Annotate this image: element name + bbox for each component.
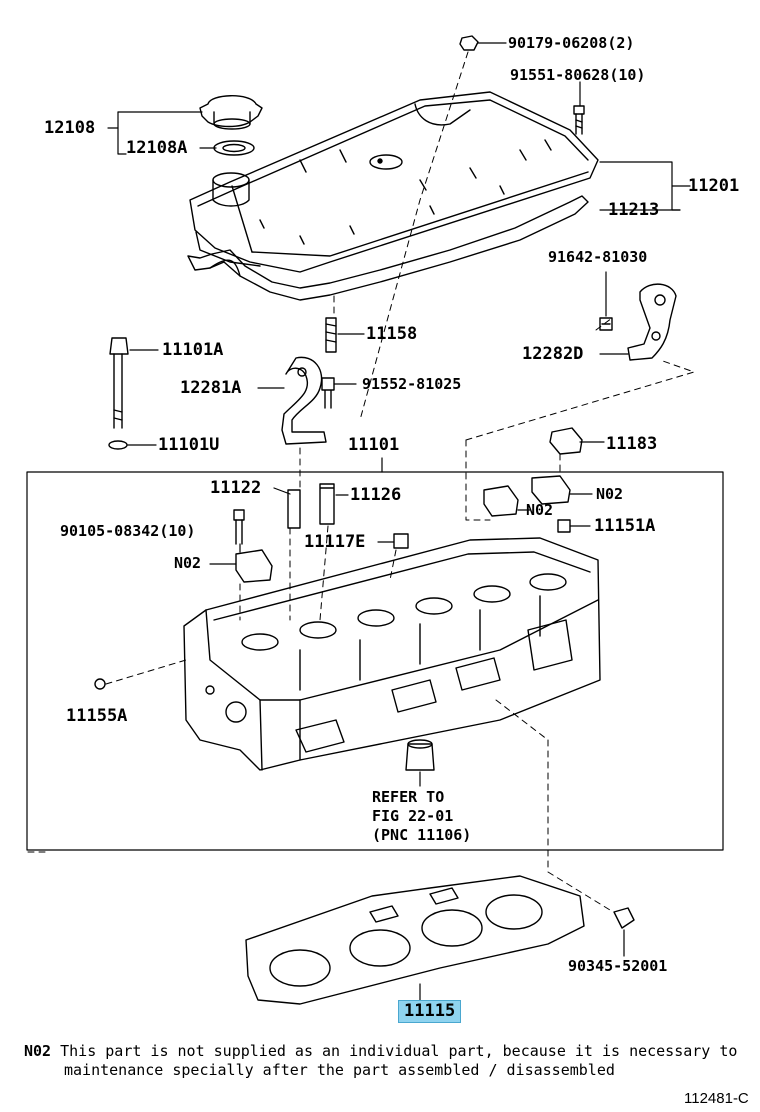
label-12108A[interactable]: 12108A [126,138,188,158]
label-11213[interactable]: 11213 [608,200,660,220]
bolt-91551 [573,105,585,135]
refer-line-1: REFER TO [372,788,445,806]
footnote: N02 This part is not supplied as an indi… [24,1042,737,1061]
camshaft-cap-n02-left [235,549,273,583]
leader-lines [107,42,691,1001]
refer-line-2: FIG 22-01 [372,807,454,825]
label-11183[interactable]: 11183 [606,434,658,454]
cover-gasket [187,195,589,301]
label-n02-mid[interactable]: N02 [526,501,554,519]
engine-hanger-12281A [281,356,327,445]
refer-to-note: REFER TO FIG 22-01 (PNC 11106) [372,788,471,845]
bracket-11183 [549,427,583,455]
label-90105-08342[interactable]: 90105-08342(10) [60,522,196,540]
head-bolt-11101A [109,337,129,429]
oil-filler-cap [199,95,263,130]
bolt-90105 [233,509,245,545]
nut-90179 [459,35,479,51]
plug-11117E [393,533,409,549]
label-12108[interactable]: 12108 [44,118,96,138]
label-11101A[interactable]: 11101A [162,340,224,360]
footnote-line-1: This part is not supplied as an individu… [60,1042,738,1060]
camshaft-cap-n02-right [531,475,571,505]
nozzle-seat-part [405,739,435,771]
plug-90345 [613,907,635,929]
label-11117E[interactable]: 11117E [304,532,366,552]
label-11158[interactable]: 11158 [366,324,418,344]
label-11201[interactable]: 11201 [688,176,740,196]
bolt-91642 [599,317,613,331]
refer-line-3: (PNC 11106) [372,826,472,844]
plug-11151A [557,519,571,533]
label-90179-06208[interactable]: 90179-06208(2) [508,34,635,52]
label-11122[interactable]: 11122 [210,478,262,498]
stud-11158 [325,317,337,353]
figure-number: 112481-C [684,1090,749,1107]
valve-guide-11122 [287,489,301,529]
label-12281A[interactable]: 12281A [180,378,242,398]
label-91551-80628[interactable]: 91551-80628(10) [510,66,646,84]
label-91552-81025[interactable]: 91552-81025 [362,375,462,393]
valve-guide-11126 [319,483,335,525]
washer-11101U [108,440,128,450]
label-11155A[interactable]: 11155A [66,706,128,726]
cylinder-head-frame [26,471,724,851]
bracket-12282D [627,283,677,361]
cylinder-head-body [183,537,601,771]
dashed-guide-lines [27,51,695,911]
label-11101[interactable]: 11101 [348,435,400,455]
label-n02-left[interactable]: N02 [174,554,202,572]
footnote-code: N02 [24,1042,52,1060]
bolt-91552 [321,377,335,409]
label-91642-81030[interactable]: 91642-81030 [548,248,648,266]
camshaft-cap-n02-mid [483,485,519,517]
footnote-line-2: maintenance specially after the part ass… [64,1061,615,1079]
label-90345-52001[interactable]: 90345-52001 [568,957,668,975]
label-n02-right[interactable]: N02 [596,485,624,503]
cylinder-head-cover [189,91,599,273]
filler-cap-gasket [213,140,255,156]
label-12282D[interactable]: 12282D [522,344,584,364]
label-11126[interactable]: 11126 [350,485,402,505]
label-11151A[interactable]: 11151A [594,516,656,536]
label-11101U[interactable]: 11101U [158,435,220,455]
plug-11155A [94,678,106,690]
head-gasket-11115 [245,875,585,1005]
label-11115-highlighted[interactable]: 11115 [398,1000,462,1023]
